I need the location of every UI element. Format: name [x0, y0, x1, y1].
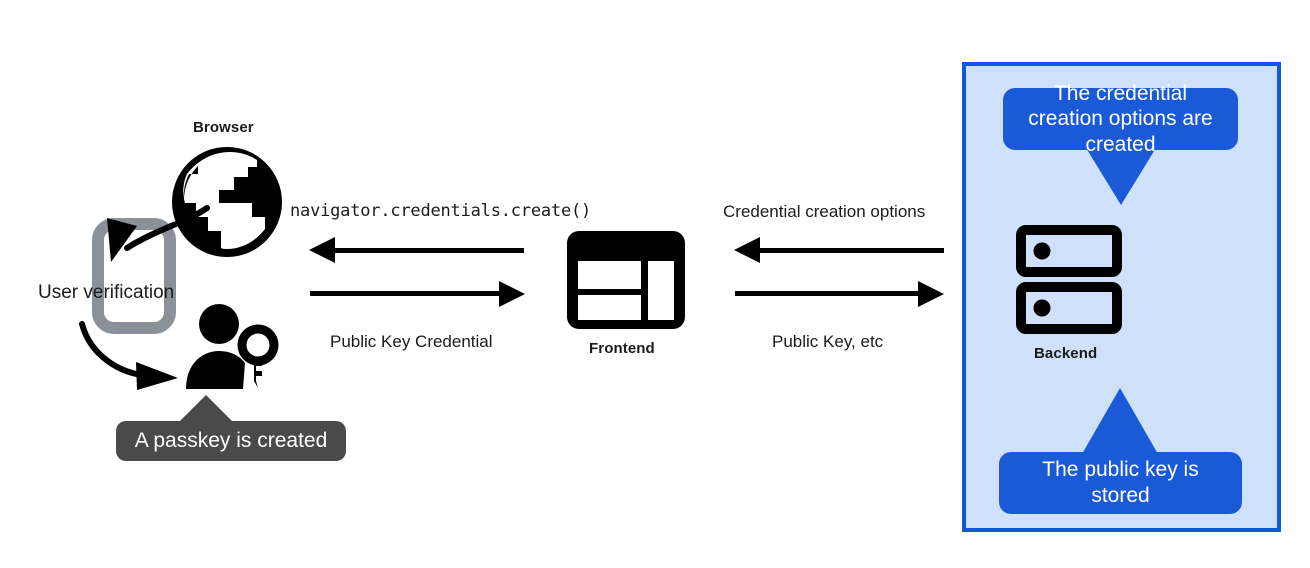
backend-top-callout: The credential creation options are crea…: [1003, 82, 1238, 156]
backend-label: Backend: [1034, 345, 1098, 362]
backend-bottom-callout-text: The public key is stored: [1042, 458, 1199, 507]
frontend-backend-bottom-arrow-line: [735, 291, 919, 296]
browser-to-device-arrow: [107, 205, 210, 262]
user-with-key-icon: [186, 304, 279, 389]
frontend-backend-bottom-arrow-head: [918, 281, 944, 307]
frontend-label: Frontend: [589, 340, 655, 357]
backend-top-callout-text: The credential creation options are crea…: [1028, 81, 1213, 156]
backend-top-callout-tail: [1083, 143, 1159, 205]
browser-frontend-top-arrow-head: [309, 237, 335, 263]
backend-bottom-callout: The public key is stored: [999, 452, 1242, 514]
dashboard-layout-icon: [567, 231, 685, 329]
passkey-callout-tail: [176, 395, 236, 425]
globe-icon: [172, 147, 282, 257]
browser-frontend-bottom-label: Public Key Credential: [330, 332, 493, 351]
browser-label: Browser: [193, 119, 254, 136]
browser-frontend-top-label: navigator.credentials.create(): [290, 201, 592, 221]
frontend-backend-top-arrow-line: [759, 248, 944, 253]
device-to-user-arrow: [79, 321, 178, 390]
backend-bottom-callout-tail: [1082, 388, 1158, 454]
server-rack-icon: [1016, 225, 1122, 334]
browser-frontend-top-arrow-line: [334, 248, 524, 253]
passkey-callout: A passkey is created: [116, 421, 346, 461]
passkey-callout-text: A passkey is created: [134, 429, 328, 453]
mobile-phone-icon: [92, 218, 176, 334]
user-verification-label: User verification: [38, 282, 175, 303]
frontend-backend-top-arrow-head: [734, 237, 760, 263]
frontend-backend-bottom-label: Public Key, etc: [772, 332, 884, 351]
browser-frontend-bottom-arrow-head: [499, 281, 525, 307]
browser-frontend-bottom-arrow-line: [310, 291, 500, 296]
frontend-backend-top-label: Credential creation options: [723, 202, 926, 221]
